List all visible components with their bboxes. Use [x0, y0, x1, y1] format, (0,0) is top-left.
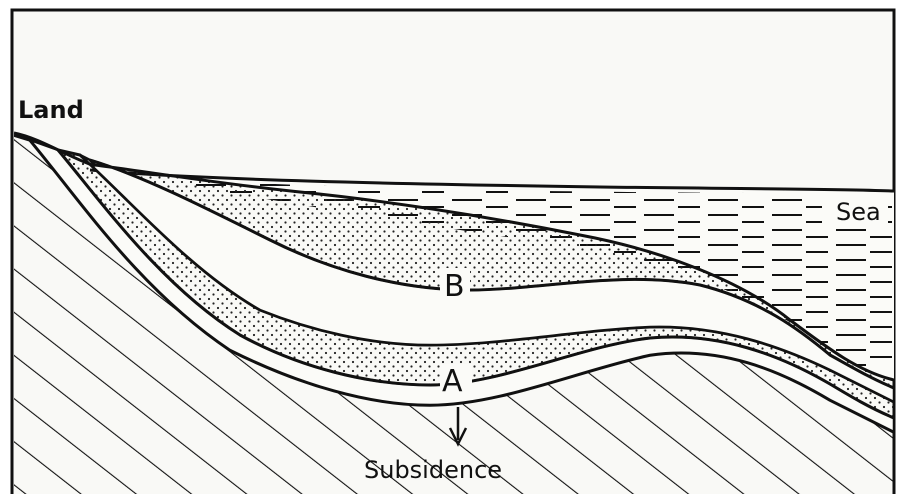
- layer-b-label: B: [444, 269, 465, 304]
- subsidence-label: Subsidence: [364, 456, 502, 484]
- land-label: Land: [18, 96, 84, 124]
- layer-a-label: A: [442, 364, 463, 399]
- sea-label: Sea: [836, 198, 881, 226]
